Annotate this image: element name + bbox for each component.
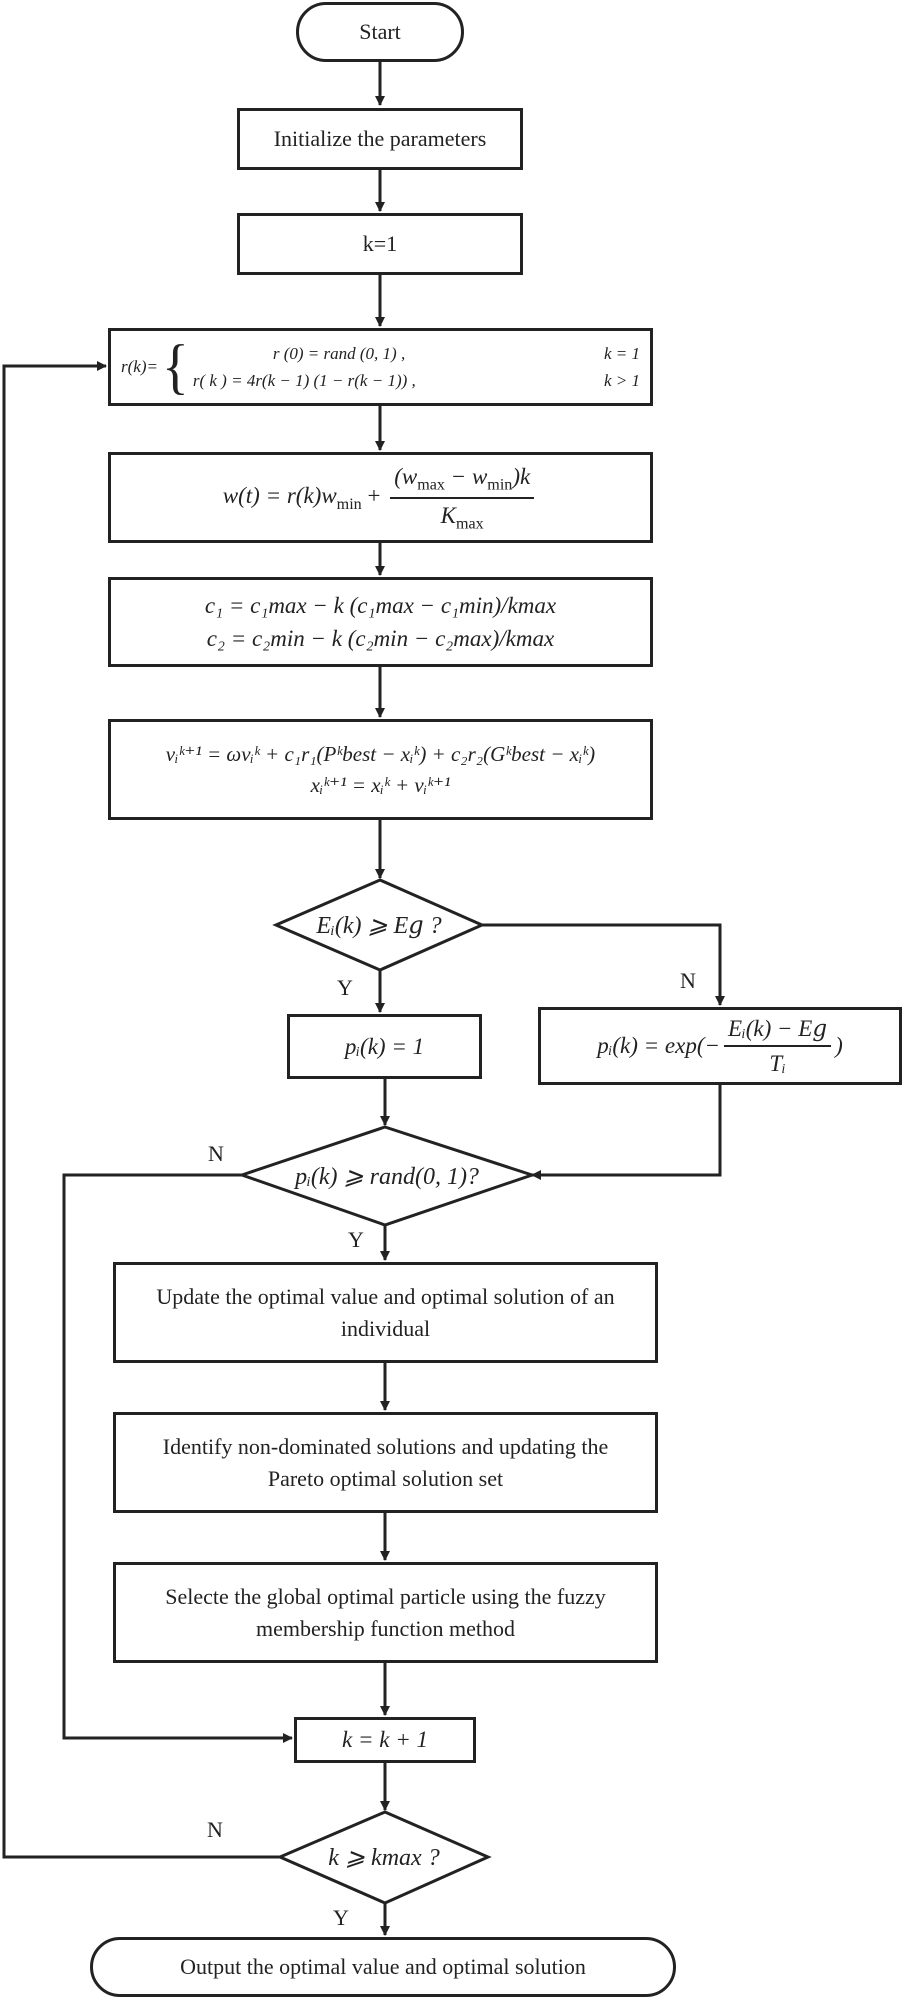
identify-pareto-label: Identify non-dominated solutions and upd…	[162, 1433, 609, 1491]
rk-case1-expr: r (0) = rand (0, 1) ,	[272, 343, 406, 363]
arrow-dec2-no-kinc	[62, 1173, 293, 1743]
update-individual-label: Update the optimal value and optimal sol…	[156, 1283, 615, 1341]
decision-kmax: k ⩾ kmax ?	[280, 1812, 488, 1903]
arrow-dec3-no-rk	[2, 361, 280, 1859]
inertia-weight-fraction: (wmax − wmin)k Kmax	[390, 460, 535, 536]
probability-exp-box: pᵢ(k) = exp(− Eᵢ(k) − E𝑔 Tᵢ )	[538, 1007, 902, 1085]
c2-formula: c₂ = c₂min − k (c₂min − c₂max)/kmax	[206, 626, 555, 651]
inertia-weight-formula: w(t) = r(k)wmin + (wmax − wmin)k Kmax	[223, 460, 538, 536]
decision-probability: pᵢ(k) ⩾ rand(0, 1)?	[242, 1127, 532, 1225]
update-individual-box: Update the optimal value and optimal sol…	[113, 1262, 658, 1363]
start-terminal: Start	[296, 2, 464, 62]
k-increment-box: k = k + 1	[294, 1717, 476, 1763]
rk-brace: {	[161, 332, 189, 402]
k-init-box: k=1	[237, 213, 523, 275]
rk-case2-expr: r( k ) = 4r(k − 1) (1 − r(k − 1)) ,	[192, 371, 416, 390]
decision-kmax-shape	[276, 1810, 492, 1905]
decision-probability-shape	[237, 1125, 537, 1227]
k-increment-label: k = k + 1	[342, 1727, 428, 1753]
dec1-no-label: N	[680, 968, 696, 993]
dec1-yes-label: Y	[337, 975, 353, 1000]
select-global-box: Selecte the global optimal particle usin…	[113, 1562, 658, 1663]
dec3-no-label: N	[207, 1817, 223, 1842]
probability-exp-fraction: Eᵢ(k) − E𝑔 Tᵢ	[724, 1012, 832, 1081]
rk-case2-cond: k > 1	[603, 371, 640, 390]
velocity-position-box: vᵢᵏ⁺¹ = ωvᵢᵏ + c₁r₁(Pᵏbest − xᵢᵏ) + c₂r₂…	[108, 719, 653, 820]
arrow-pexp-dec2	[531, 1085, 722, 1180]
select-global-label: Selecte the global optimal particle usin…	[165, 1583, 606, 1641]
rk-lhs: r(k)=	[121, 356, 158, 376]
decision-kmax-label: k ⩾ kmax ?	[328, 1845, 440, 1871]
position-update-formula: xᵢᵏ⁺¹ = xᵢᵏ + vᵢᵏ⁺¹	[310, 772, 451, 797]
diamonds	[237, 878, 537, 1905]
probability-one-box: pᵢ(k) = 1	[287, 1014, 482, 1079]
initialize-parameters-box: Initialize the parameters	[237, 108, 523, 170]
initialize-label: Initialize the parameters	[273, 126, 487, 152]
probability-one-label: pᵢ(k) = 1	[344, 1033, 425, 1059]
dec3-yes-label: Y	[333, 1905, 349, 1930]
c1-formula: c₁ = c₁max − k (c₁max − c₁min)/kmax	[204, 592, 557, 618]
chaotic-map-box: r(k)= { r (0) = rand (0, 1) , k = 1 r( k…	[108, 328, 653, 406]
start-label: Start	[359, 19, 401, 45]
k-init-label: k=1	[362, 231, 398, 257]
probability-exp-formula: pᵢ(k) = exp(− Eᵢ(k) − E𝑔 Tᵢ )	[597, 1012, 842, 1081]
learning-factors-box: c₁ = c₁max − k (c₁max − c₁min)/kmax c₂ =…	[108, 577, 653, 667]
dec2-yes-label: Y	[348, 1227, 364, 1252]
identify-pareto-box: Identify non-dominated solutions and upd…	[113, 1412, 658, 1513]
decision-energy: Eᵢ(k) ⩾ E𝑔 ?	[276, 880, 482, 970]
output-terminal: Output the optimal value and optimal sol…	[90, 1937, 676, 1997]
arrow-dec1-pexp	[482, 923, 725, 1006]
chaotic-map-formula: r(k)= { r (0) = rand (0, 1) , k = 1 r( k…	[111, 332, 650, 402]
rk-case1-cond: k = 1	[603, 343, 640, 363]
output-label: Output the optimal value and optimal sol…	[180, 1954, 586, 1980]
inertia-weight-box: w(t) = r(k)wmin + (wmax − wmin)k Kmax	[108, 452, 653, 543]
decision-energy-label: Eᵢ(k) ⩾ E𝑔 ?	[316, 912, 442, 939]
velocity-update-formula: vᵢᵏ⁺¹ = ωvᵢᵏ + c₁r₁(Pᵏbest − xᵢᵏ) + c₂r₂…	[165, 742, 596, 767]
decision-energy-shape	[272, 878, 486, 972]
dec2-no-label: N	[208, 1141, 224, 1166]
decision-probability-label: pᵢ(k) ⩾ rand(0, 1)?	[295, 1163, 479, 1190]
